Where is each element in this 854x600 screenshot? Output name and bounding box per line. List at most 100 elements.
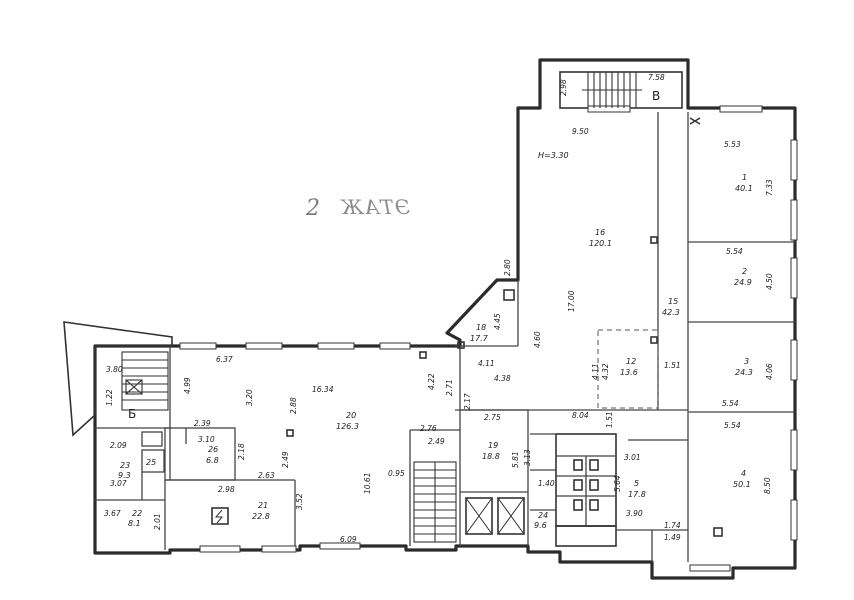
svg-text:126.3: 126.3 — [336, 422, 359, 431]
svg-text:2.49: 2.49 — [281, 451, 290, 468]
svg-text:24.3: 24.3 — [735, 368, 753, 377]
svg-text:2.01: 2.01 — [153, 513, 162, 530]
svg-text:23: 23 — [120, 461, 130, 470]
svg-text:19: 19 — [488, 441, 498, 450]
svg-text:1.40: 1.40 — [538, 479, 555, 488]
svg-text:21: 21 — [258, 501, 268, 510]
dimension-labels: 7.58 2.98 9.50 5.53 7.33 5.54 4.50 5.54 … — [104, 73, 774, 544]
svg-text:12: 12 — [626, 357, 636, 366]
svg-text:6.37: 6.37 — [216, 355, 233, 364]
svg-text:1: 1 — [742, 173, 747, 182]
room-18: 18 17.7 — [470, 323, 489, 343]
toilets-block — [530, 433, 617, 547]
room-24: 24 9.6 — [534, 511, 548, 530]
svg-text:3: 3 — [744, 357, 749, 366]
stair-tower-v-outline — [93, 58, 797, 580]
svg-text:9.50: 9.50 — [572, 127, 589, 136]
svg-text:1.51: 1.51 — [664, 361, 681, 370]
room-12: 12 13.6 — [620, 357, 638, 377]
elevator-2 — [497, 497, 525, 535]
svg-text:8.04: 8.04 — [572, 411, 589, 420]
svg-text:3.20: 3.20 — [245, 389, 254, 406]
svg-text:3.13: 3.13 — [523, 449, 532, 466]
svg-text:3.52: 3.52 — [295, 493, 304, 510]
top-windows — [179, 105, 763, 350]
svg-text:50.1: 50.1 — [733, 480, 751, 489]
room-25: 25 — [146, 458, 156, 467]
svg-text:4.99: 4.99 — [183, 377, 192, 394]
svg-text:13.6: 13.6 — [620, 368, 638, 377]
elevator-1 — [465, 497, 493, 535]
right-windows — [790, 139, 798, 541]
stair-main — [413, 461, 457, 543]
svg-text:40.1: 40.1 — [735, 184, 753, 193]
svg-text:0.95: 0.95 — [388, 469, 405, 478]
room-16: 16 120.1 — [589, 228, 612, 248]
svg-text:8.1: 8.1 — [128, 519, 141, 528]
svg-text:4.11: 4.11 — [591, 363, 600, 380]
svg-text:26: 26 — [208, 445, 218, 454]
svg-text:16: 16 — [595, 228, 605, 237]
svg-text:5.81: 5.81 — [511, 451, 520, 468]
svg-text:6.09: 6.09 — [340, 535, 357, 544]
svg-text:3.67: 3.67 — [104, 509, 121, 518]
svg-text:4.38: 4.38 — [494, 374, 511, 383]
svg-text:7.58: 7.58 — [648, 73, 665, 82]
svg-text:1.51: 1.51 — [605, 411, 614, 428]
svg-text:5.64: 5.64 — [613, 475, 622, 492]
room-4: 4 50.1 — [733, 469, 751, 489]
svg-text:4: 4 — [741, 469, 746, 478]
svg-text:1.22: 1.22 — [105, 389, 114, 406]
svg-text:2.80: 2.80 — [503, 259, 512, 276]
svg-text:8.50: 8.50 — [763, 477, 772, 494]
svg-text:3.01: 3.01 — [624, 453, 641, 462]
height-note: H=3.30 — [538, 151, 569, 160]
svg-text:15: 15 — [668, 297, 678, 306]
svg-text:4.06: 4.06 — [765, 363, 774, 380]
stair-v — [582, 72, 642, 108]
svg-text:1.49: 1.49 — [664, 533, 681, 542]
room-23: 23 9.3 — [118, 461, 131, 480]
svg-text:9.3: 9.3 — [118, 471, 131, 480]
svg-text:9.6: 9.6 — [534, 521, 547, 530]
floor-title: ЭТАЖ — [340, 195, 410, 219]
room-5: 5 17.8 — [628, 479, 646, 499]
svg-text:5.54: 5.54 — [722, 399, 739, 408]
svg-text:3.10: 3.10 — [198, 435, 215, 444]
svg-text:16.34: 16.34 — [312, 385, 334, 394]
svg-text:18.8: 18.8 — [482, 452, 500, 461]
room-21: 21 22.8 — [252, 501, 270, 521]
room-19: 19 18.8 — [482, 441, 500, 461]
section-letter-b: Б — [128, 407, 136, 421]
svg-text:4.11: 4.11 — [478, 359, 495, 368]
svg-text:2.71: 2.71 — [445, 379, 454, 396]
svg-text:17.7: 17.7 — [470, 334, 489, 343]
svg-text:20: 20 — [346, 411, 356, 420]
svg-text:120.1: 120.1 — [589, 239, 612, 248]
svg-text:6.8: 6.8 — [206, 456, 219, 465]
svg-text:1.74: 1.74 — [664, 521, 681, 530]
room-1: 1 40.1 — [735, 173, 753, 193]
room-26: 26 6.8 — [206, 445, 219, 465]
room-3: 3 24.3 — [735, 357, 753, 377]
svg-text:4.32: 4.32 — [601, 363, 610, 380]
svg-text:2.09: 2.09 — [110, 441, 127, 450]
svg-text:2: 2 — [742, 267, 747, 276]
svg-text:7.33: 7.33 — [765, 179, 774, 196]
svg-text:2.76: 2.76 — [420, 424, 437, 433]
svg-text:25: 25 — [146, 458, 156, 467]
svg-text:4.60: 4.60 — [533, 331, 542, 348]
svg-text:22.8: 22.8 — [252, 512, 270, 521]
section-letter-v: В — [652, 89, 660, 103]
svg-text:2.49: 2.49 — [428, 437, 445, 446]
svg-text:2.18: 2.18 — [237, 443, 246, 460]
svg-text:18: 18 — [476, 323, 486, 332]
room-2: 2 24.9 — [734, 267, 752, 287]
svg-text:2.75: 2.75 — [484, 413, 501, 422]
svg-text:2.17: 2.17 — [463, 393, 472, 410]
bottom-windows — [199, 542, 731, 572]
svg-text:4.22: 4.22 — [427, 373, 436, 390]
svg-text:10.61: 10.61 — [363, 473, 372, 494]
svg-text:4.50: 4.50 — [765, 273, 774, 290]
